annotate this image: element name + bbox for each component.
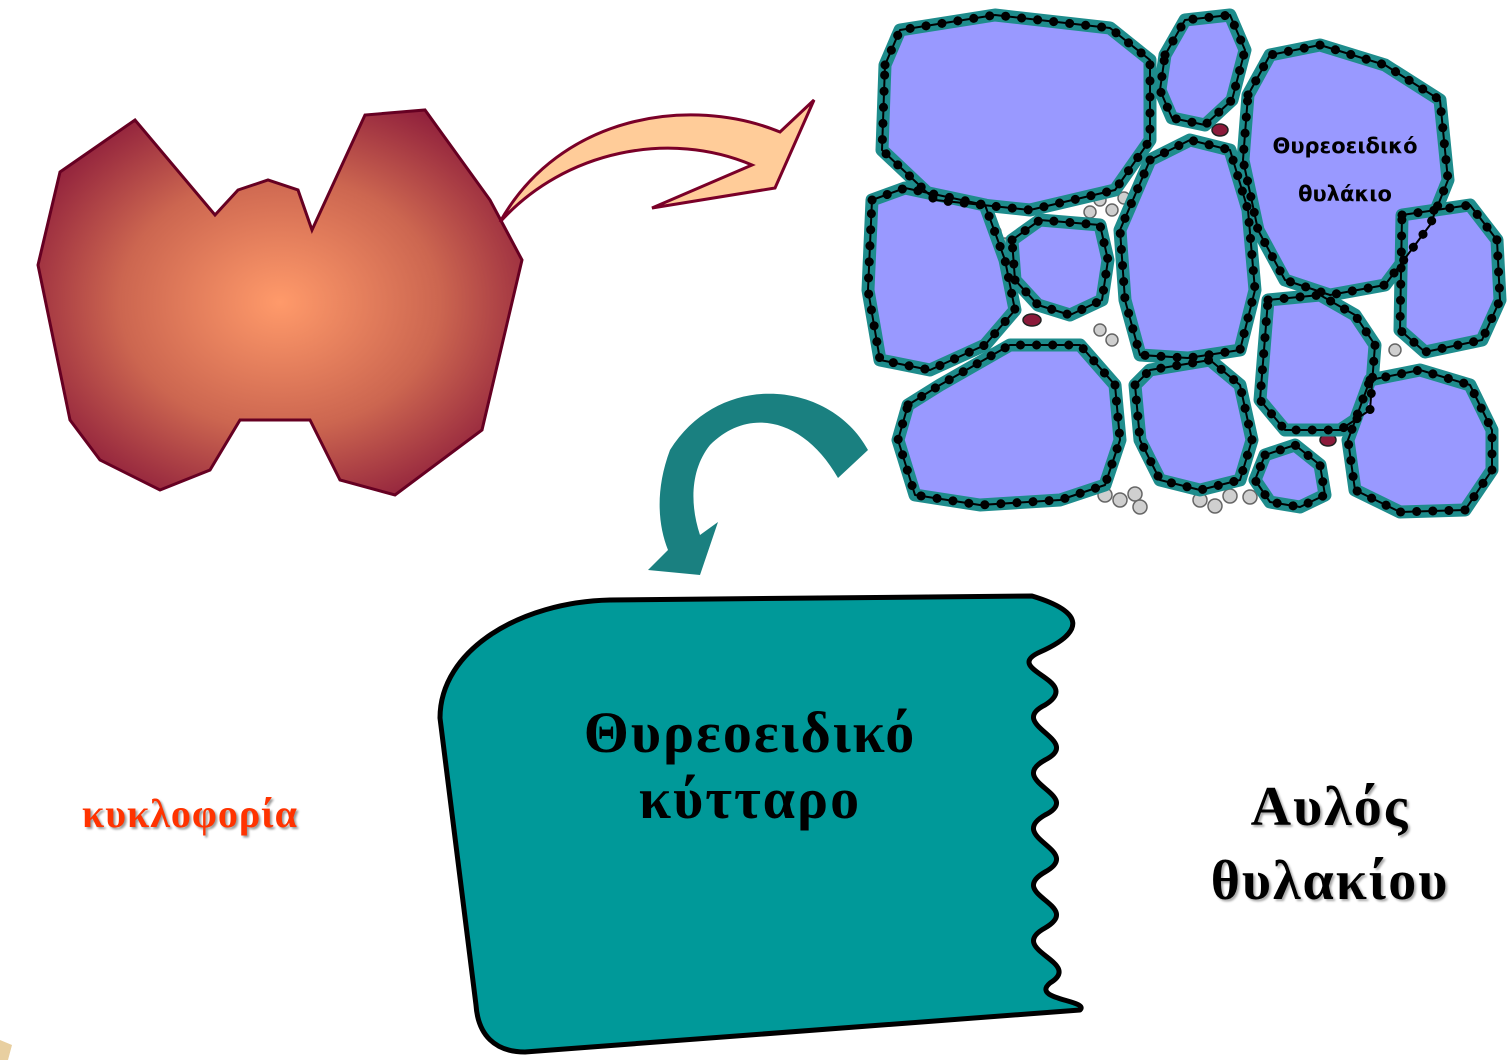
- follicle-lumen-label: Αυλός θυλακίου: [1160, 770, 1500, 918]
- follicle-label: Θυρεοειδικό θυλάκιο: [1250, 122, 1440, 218]
- decorative-corner-mark: [0, 1040, 12, 1060]
- orange-arrow: [500, 100, 814, 222]
- follicle-label-line1: Θυρεοειδικό: [1250, 122, 1440, 170]
- thyroid-cell-label: Θυρεοειδικό κύτταρο: [500, 700, 1000, 832]
- follicle-lumen-label-line2: θυλακίου: [1160, 844, 1500, 918]
- thyroid-cell-label-line1: Θυρεοειδικό: [500, 700, 1000, 766]
- teal-curved-arrow: [648, 394, 868, 575]
- follicle-tissue: [868, 15, 1500, 514]
- thyroid-cell-label-line2: κύτταρο: [500, 766, 1000, 832]
- circulation-label: κυκλοφορία: [0, 790, 380, 837]
- follicle-label-line2: θυλάκιο: [1250, 170, 1440, 218]
- follicle-lumen-label-line1: Αυλός: [1160, 770, 1500, 844]
- thyroid-gland-shape: [38, 110, 522, 495]
